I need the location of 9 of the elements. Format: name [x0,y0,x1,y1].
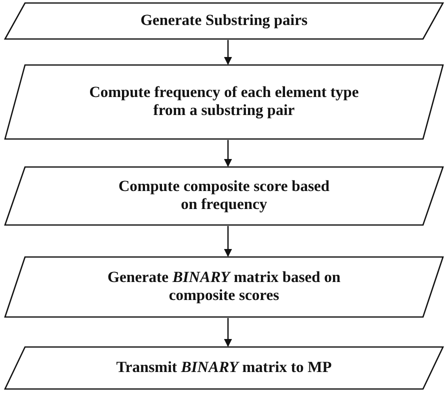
arrow [224,40,232,65]
step-text: Generate Substring pairs [140,12,308,30]
step-text: Compute frequency of each element type from a substring pair [89,84,359,120]
arrow [224,226,232,257]
step-text: Compute composite score based on frequency [117,178,331,214]
step-text: Generate BINARY matrix based on composite scores [106,269,342,305]
arrow [224,140,232,167]
arrow [224,318,232,347]
step-text: Transmit BINARY matrix to MP [116,359,332,377]
